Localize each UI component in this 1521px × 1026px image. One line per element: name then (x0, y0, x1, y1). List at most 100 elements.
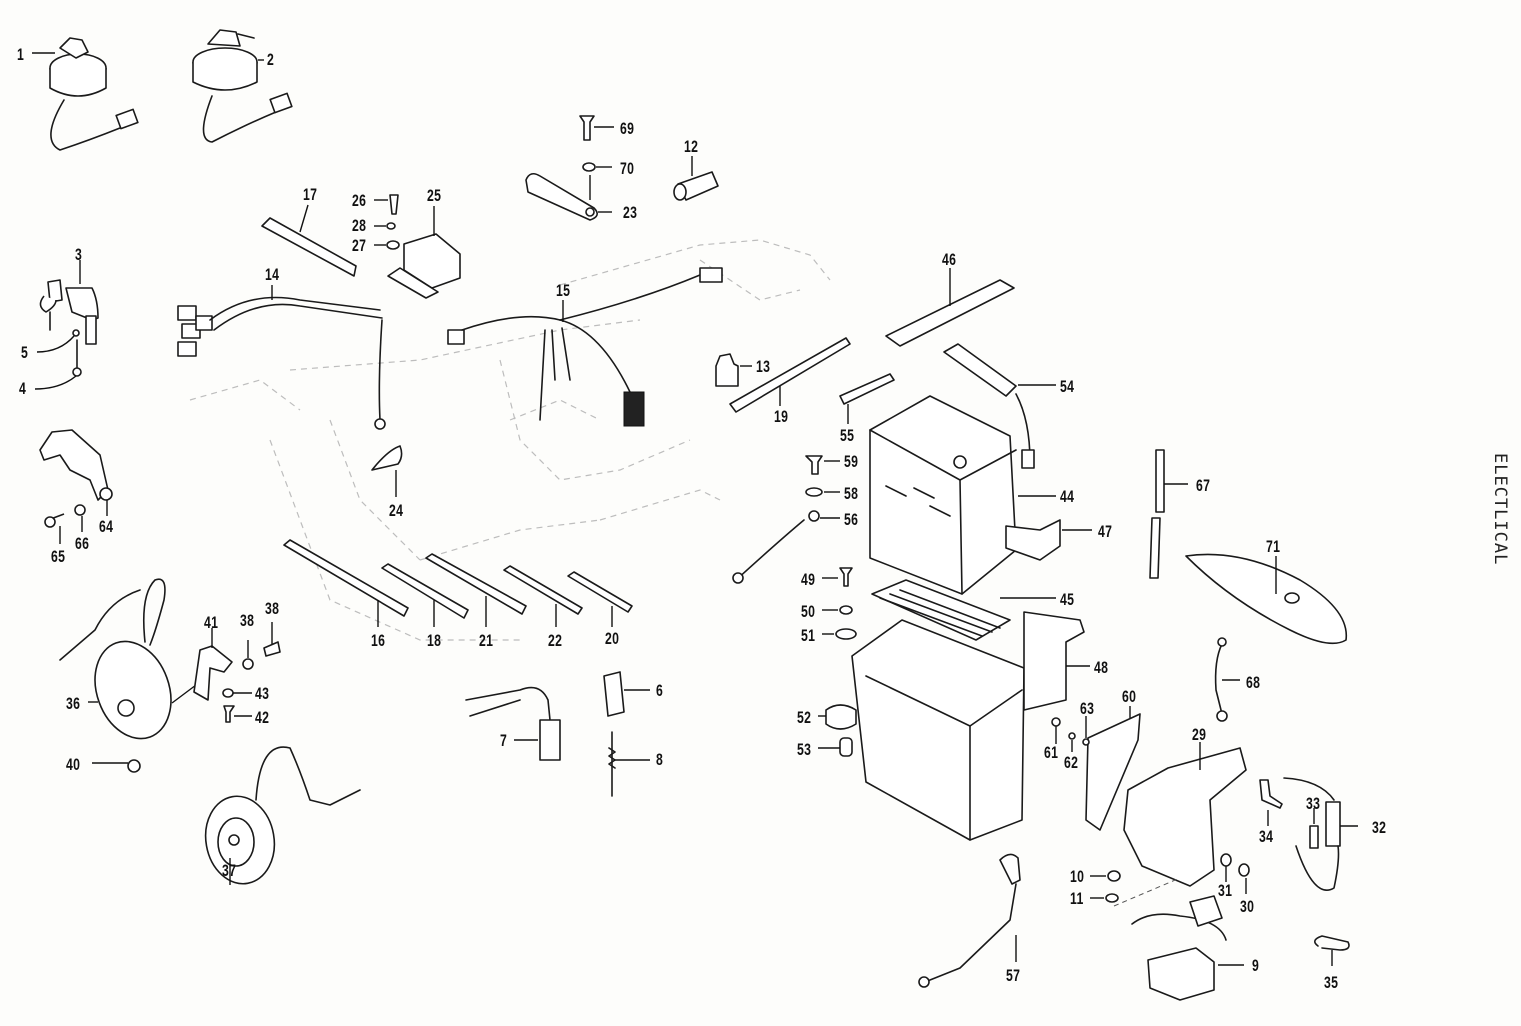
plate-60 (1051, 706, 1141, 831)
battery-cable-54 (943, 343, 1056, 469)
callout-64: 64 (99, 517, 114, 536)
switch-2 (192, 29, 293, 143)
callout-20: 20 (605, 629, 620, 648)
callout-37: 37 (222, 861, 237, 880)
bracket-47 (1005, 519, 1092, 561)
callout-4: 4 (19, 379, 27, 398)
callout-63: 63 (1080, 699, 1095, 718)
callout-6: 6 (656, 681, 664, 700)
callout-38-bolt: 38 (265, 599, 280, 618)
callout-27: 27 (352, 236, 367, 255)
battery-44 (869, 395, 1056, 595)
regulator-9 (1131, 895, 1244, 1001)
horn-bracket-41 (92, 622, 281, 773)
band-19 (729, 337, 851, 413)
wire-harness-15 (447, 267, 723, 427)
callout-60: 60 (1122, 687, 1137, 706)
fasteners-49-53 (818, 567, 857, 757)
fuse-33 (1309, 808, 1319, 849)
lead-68 (1214, 637, 1240, 722)
callout-44: 44 (1060, 487, 1075, 506)
callout-49: 49 (801, 570, 816, 589)
callout-2: 2 (267, 50, 275, 69)
cover-71 (1185, 553, 1348, 645)
horn-36 (59, 578, 197, 740)
connector-12 (673, 156, 719, 201)
callout-56: 56 (844, 510, 859, 529)
callout-1: 1 (17, 45, 25, 64)
callout-30: 30 (1240, 897, 1255, 916)
callout-51: 51 (801, 626, 816, 645)
nuts-10-11 (1090, 870, 1181, 907)
callout-25: 25 (427, 186, 442, 205)
callout-67: 67 (1196, 476, 1211, 495)
callout-42: 42 (255, 708, 270, 727)
spring-8 (608, 731, 650, 797)
callout-48: 48 (1094, 658, 1109, 677)
switch-7 (465, 686, 561, 761)
callout-35: 35 (1324, 973, 1339, 992)
callout-28: 28 (352, 216, 367, 235)
callout-71: 71 (1266, 537, 1281, 556)
clip-34 (1259, 779, 1283, 826)
callout-16: 16 (371, 631, 386, 650)
callout-68: 68 (1246, 673, 1261, 692)
callout-7: 7 (500, 731, 508, 750)
bands-16-22 (283, 539, 633, 627)
callout-13: 13 (756, 357, 771, 376)
callout-36: 36 (66, 694, 81, 713)
battery-tray-45 (871, 579, 1056, 641)
callout-5: 5 (21, 343, 29, 362)
wire-harness-14 (177, 285, 386, 430)
battery-band-46 (885, 268, 1015, 347)
callout-29: 29 (1192, 725, 1207, 744)
callout-19: 19 (774, 407, 789, 426)
section-title: ELECTLICAL (1490, 453, 1510, 566)
callout-21: 21 (479, 631, 494, 650)
link-55 (839, 373, 895, 424)
relay-25 (374, 194, 461, 299)
callout-54: 54 (1060, 377, 1075, 396)
callout-38-nut: 38 (240, 611, 255, 630)
frame-ghost-outline (189, 239, 831, 641)
callout-58: 58 (844, 484, 859, 503)
strap-17 (261, 204, 357, 277)
ignition-switch-1 (32, 37, 139, 151)
bracket-64 (39, 429, 113, 544)
callout-40: 40 (66, 755, 81, 774)
switch-6 (603, 671, 650, 717)
callout-23: 23 (623, 203, 638, 222)
battery-box-48 (851, 611, 1090, 841)
callout-12: 12 (684, 137, 699, 156)
callout-24: 24 (389, 501, 404, 520)
callout-11: 11 (1070, 889, 1084, 908)
horn-37 (204, 746, 361, 885)
callout-61: 61 (1044, 743, 1059, 762)
clip-35 (1314, 935, 1350, 966)
callout-66: 66 (75, 534, 90, 553)
callout-50: 50 (801, 602, 816, 621)
callout-47: 47 (1098, 522, 1113, 541)
callout-45: 45 (1060, 590, 1075, 609)
callout-33: 33 (1306, 794, 1321, 813)
callout-59: 59 (844, 452, 859, 471)
callout-55: 55 (840, 426, 855, 445)
cable-57 (918, 853, 1021, 988)
callout-52: 52 (797, 708, 812, 727)
callout-14: 14 (265, 265, 280, 284)
callout-26: 26 (352, 191, 367, 210)
callout-3: 3 (75, 245, 83, 264)
callout-8: 8 (656, 750, 664, 769)
callout-34: 34 (1259, 827, 1274, 846)
callout-43: 43 (255, 684, 270, 703)
callout-15: 15 (556, 281, 571, 300)
bracket-29 (1123, 742, 1250, 894)
bolts-56-59 (732, 455, 840, 584)
callout-9: 9 (1252, 956, 1260, 975)
callout-22: 22 (548, 631, 563, 650)
tube-67 (1149, 449, 1188, 579)
callout-10: 10 (1070, 867, 1085, 886)
callout-62: 62 (1064, 753, 1079, 772)
callout-70: 70 (620, 159, 635, 178)
ground-strap-23 (525, 115, 614, 221)
